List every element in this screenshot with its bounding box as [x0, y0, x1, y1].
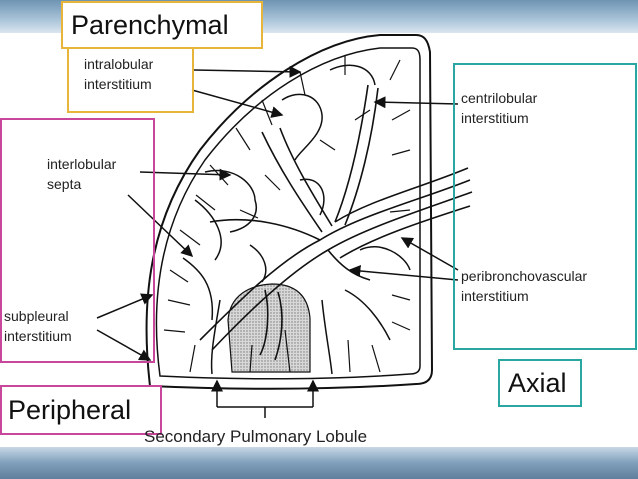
inner-septum [155, 47, 421, 380]
bottom-banner [0, 447, 638, 479]
subpleural-label-line2: interstitium [4, 328, 72, 344]
peribronchovascular-label-line2: interstitium [461, 288, 529, 304]
intralobular-label-line1: intralobular [84, 56, 154, 72]
peripheral-title: Peripheral [0, 385, 162, 435]
bronchovascular-bundle [199, 84, 473, 361]
intralobular-label-line2: interstitium [84, 76, 152, 92]
axial-title: Axial [498, 359, 582, 407]
axial-region-box [453, 63, 637, 350]
lobule-bracket [211, 379, 319, 418]
leader-arrows [96, 65, 459, 361]
lobule-caption: Secondary Pulmonary Lobule [144, 427, 368, 446]
interlobular-label-line2: septa [47, 176, 82, 192]
peripheral-region-box [0, 118, 155, 363]
pleura-outline [145, 34, 434, 390]
interlobular-septa [182, 64, 411, 375]
subpleural-lines [163, 55, 411, 373]
interlobular-label-line1: interlobular [47, 156, 117, 172]
subpleural-label-line1: subpleural [4, 308, 69, 324]
shaded-lobule [227, 283, 311, 373]
centrilobular-label-line1: centrilobular [461, 90, 538, 106]
peribronchovascular-label-line1: peribronchovascular [461, 268, 588, 284]
centrilobular-label-line2: interstitium [461, 110, 529, 126]
parenchymal-title: Parenchymal [61, 1, 263, 49]
